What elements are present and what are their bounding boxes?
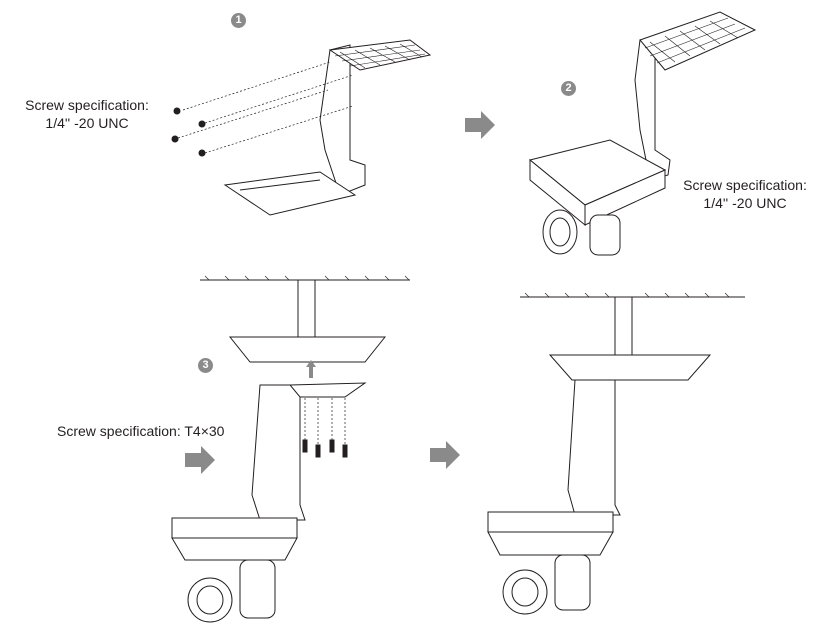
step-3-screw-spec: Screw specification: T4×30 [57,423,225,439]
step1-bracket [171,39,432,216]
step-2-screw-spec-line2: 1/4'' -20 UNC [703,195,787,211]
step-1-screw-spec-line2: 1/4'' -20 UNC [45,115,129,131]
final-assembly [487,292,745,615]
step-1-screw-spec: Screw specification: 1/4'' -20 UNC [19,96,155,132]
step3-assembly [171,275,410,623]
step2-assembly [528,11,757,256]
step-2-screw-spec-line1: Screw specification: [683,177,807,193]
step-1-screw-spec-line1: Screw specification: [25,97,149,113]
step-3-badge: 3 [198,358,213,373]
arrow-icon [185,111,495,474]
step-2-screw-spec: Screw specification: 1/4'' -20 UNC [677,176,813,212]
step-2-badge: 2 [561,81,576,96]
step-1-badge: 1 [231,13,246,28]
